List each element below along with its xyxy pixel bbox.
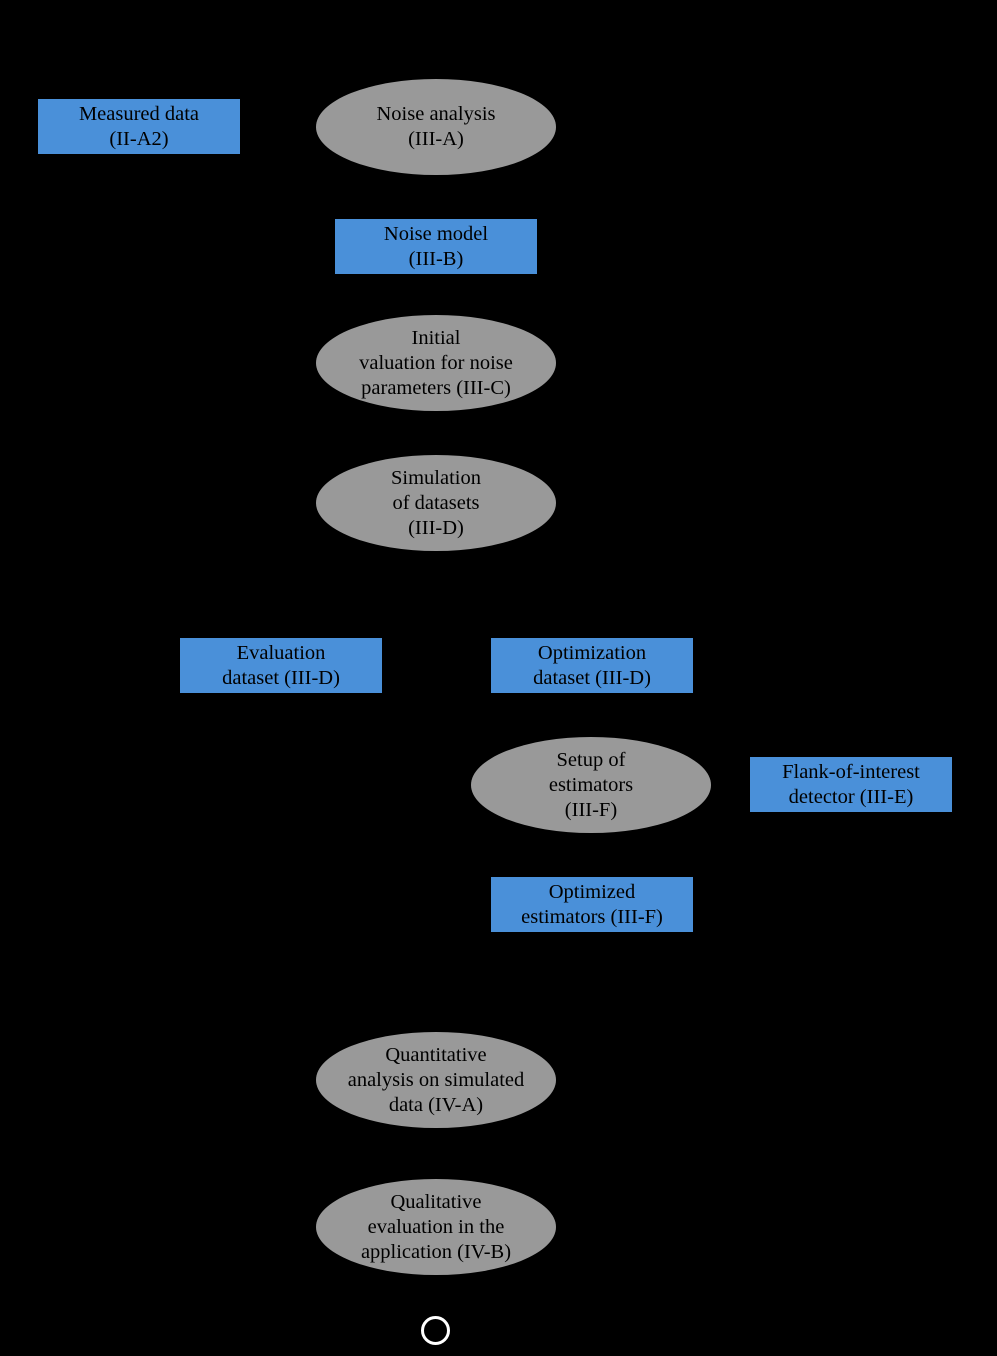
- node-qualitative-evaluation[interactable]: Qualitative evaluation in the applicatio…: [316, 1179, 556, 1275]
- node-simulation-of-datasets[interactable]: Simulation of datasets (III-D): [316, 455, 556, 551]
- edge-simulation-to-evaluation-dataset: [275, 551, 437, 636]
- edge-evaluation-dataset-to-quantitative: [280, 694, 315, 1086]
- node-optimized-estimators[interactable]: Optimized estimators (III-F): [490, 876, 694, 933]
- node-noise-analysis[interactable]: Noise analysis (III-A): [316, 79, 556, 175]
- node-label-noise-analysis: Noise analysis (III-A): [376, 103, 496, 150]
- node-optimization-dataset[interactable]: Optimization dataset (III-D): [490, 637, 694, 694]
- node-noise-model[interactable]: Noise model (III-B): [334, 218, 538, 275]
- edge-optimized-estimators-to-quantitative: [557, 933, 593, 1086]
- node-measured-data[interactable]: Measured data (II-A2): [37, 98, 241, 155]
- node-label-flank-of-interest-detector: Flank-of-interest detector (III-E): [782, 760, 920, 808]
- edge-simulation-to-optimization-dataset: [435, 551, 598, 636]
- node-label-optimization-dataset: Optimization dataset (III-D): [533, 641, 651, 689]
- node-label-optimized-estimators: Optimized estimators (III-F): [521, 880, 663, 928]
- node-label-initial-valuation: Initial valuation for noise parameters (…: [359, 326, 513, 399]
- node-label-qualitative-evaluation: Qualitative evaluation in the applicatio…: [360, 1190, 512, 1263]
- node-end-terminal[interactable]: [421, 1316, 450, 1345]
- node-label-noise-model: Noise model (III-B): [383, 222, 489, 270]
- node-label-simulation-of-datasets: Simulation of datasets (III-D): [391, 466, 481, 539]
- node-setup-of-estimators[interactable]: Setup of estimators (III-F): [471, 737, 711, 833]
- node-evaluation-dataset[interactable]: Evaluation dataset (III-D): [179, 637, 383, 694]
- node-label-evaluation-dataset: Evaluation dataset (III-D): [222, 641, 340, 689]
- node-label-setup-of-estimators: Setup of estimators (III-F): [548, 748, 634, 821]
- node-quantitative-analysis[interactable]: Quantitative analysis on simulated data …: [316, 1032, 556, 1128]
- node-initial-valuation[interactable]: Initial valuation for noise parameters (…: [316, 315, 556, 411]
- node-label-measured-data: Measured data (II-A2): [78, 102, 200, 150]
- node-flank-of-interest-detector[interactable]: Flank-of-interest detector (III-E): [749, 756, 953, 813]
- node-label-quantitative-analysis: Quantitative analysis on simulated data …: [347, 1043, 525, 1116]
